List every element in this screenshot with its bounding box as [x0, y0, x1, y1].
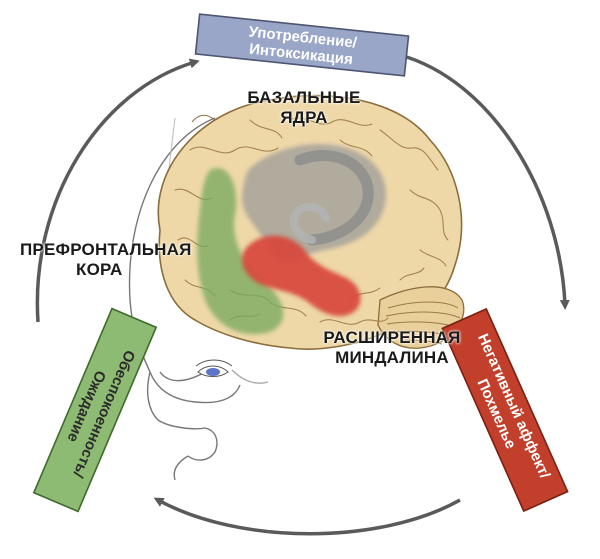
label-prefrontal-line2: КОРА [76, 260, 123, 279]
label-prefrontal-line1: ПРЕФРОНТАЛЬНАЯ [20, 240, 192, 259]
cycle-arrow-top-right [399, 53, 570, 310]
label-prefrontal-cortex: ПРЕФРОНТАЛЬНАЯ КОРА [20, 240, 240, 280]
stage-top: Употребление/ Интоксикация [194, 13, 410, 77]
cycle-arrows [35, 53, 570, 536]
label-amygdala-line1: РАСШИРЕННАЯ [323, 328, 461, 347]
label-basal-ganglia-line1: БАЗАЛЬНЫЕ [247, 88, 361, 107]
prefrontal-region [197, 168, 284, 335]
label-basal-ganglia: БАЗАЛЬНЫЕ ЯДРА [224, 88, 384, 128]
cycle-arrow-bottom [153, 497, 461, 536]
cycle-arrow-left [35, 58, 200, 323]
brain [157, 94, 465, 350]
label-basal-ganglia-line2: ЯДРА [280, 108, 328, 127]
amygdala-region [241, 235, 361, 317]
label-extended-amygdala: РАСШИРЕННАЯ МИНДАЛИНА [302, 328, 482, 368]
eye [195, 359, 233, 377]
stage-left: Обеспокоенность/ Ожидание [32, 307, 158, 513]
label-amygdala-line2: МИНДАЛИНА [335, 348, 449, 367]
